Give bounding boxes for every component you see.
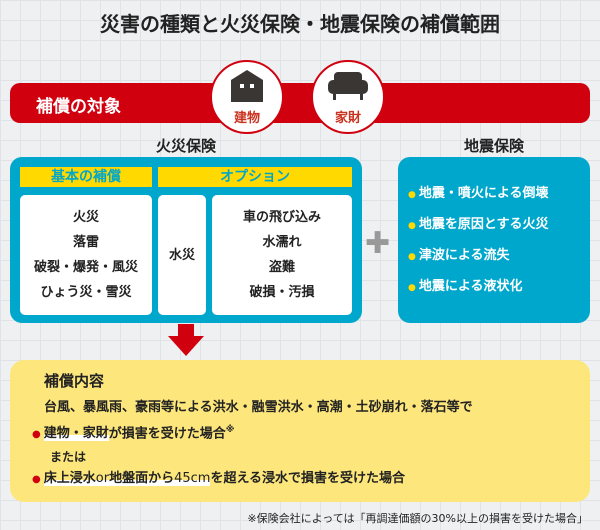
list-item: 水災 — [168, 247, 195, 263]
list-item: 地震による液状化 — [408, 272, 590, 303]
list-item: 地震・噴火による倒壊 — [408, 179, 590, 210]
earthquake-insurance-title: 地震保険 — [463, 137, 524, 155]
list-item: 車の飛び込み — [242, 210, 321, 225]
list-item: 火災 — [72, 210, 99, 225]
coverage-details-title: 補償内容 — [44, 372, 105, 390]
house-icon — [231, 70, 263, 102]
household-goods-badge: 家財 — [311, 60, 385, 134]
highlight: 床上浸水 — [43, 471, 96, 487]
highlight: 建物・家財 — [43, 426, 109, 442]
household-goods-label: 家財 — [334, 111, 361, 126]
earthquake-insurance-box: 地震・噴火による倒壊地震を原因とする火災津波による流失地震による液状化 — [398, 157, 590, 323]
note-mark: ※ — [225, 425, 235, 435]
coverage-target-bar: 補償の対象 — [10, 83, 590, 123]
coverage-details-box: 補償内容 台風、暴風雨、豪雨等による洪水・融雪洪水・高潮・土砂崩れ・落石等で ●… — [10, 360, 590, 502]
sofa-icon — [328, 72, 368, 100]
coverage-target-label: 補償の対象 — [36, 97, 121, 117]
footnote: ※保険会社によっては「再調達価額の30%以上の損害を受けた場合」 — [247, 512, 588, 525]
text: を超える浸水で損害を受けた場合 — [210, 471, 406, 487]
list-item: 破損・汚損 — [249, 285, 315, 300]
list-item: 地震を原因とする火災 — [408, 210, 590, 241]
building-badge: 建物 — [210, 60, 284, 134]
options-header: オプション — [158, 167, 352, 187]
list-item: 盗難 — [268, 260, 295, 275]
building-label: 建物 — [233, 111, 260, 126]
basic-coverage-header: 基本の補償 — [20, 167, 152, 187]
list-item: 落雷 — [72, 235, 99, 250]
coverage-bullet-1: ●建物・家財が損害を受けた場合※ — [32, 425, 235, 442]
list-item: 津波による流失 — [408, 241, 590, 272]
fire-insurance-box: 基本の補償 オプション 火災落雷破裂・爆発・風災ひょう災・雪災 水災 車の飛び込… — [10, 157, 362, 323]
list-item: 破裂・爆発・風災 — [33, 260, 138, 275]
page-title: 災害の種類と火災保険・地震保険の補償範囲 — [100, 12, 500, 36]
text: 45cm — [174, 471, 211, 487]
water-damage-cell: 水災 — [158, 195, 206, 315]
coverage-bullet-2: ●床上浸水or地盤面から45cmを超える浸水で損害を受けた場合 — [32, 471, 406, 487]
text: or — [95, 471, 110, 487]
fire-insurance-title: 火災保険 — [155, 137, 216, 155]
basic-coverage-list: 火災落雷破裂・爆発・風災ひょう災・雪災 — [20, 195, 152, 315]
coverage-line: 台風、暴風雨、豪雨等による洪水・融雪洪水・高潮・土砂崩れ・落石等で — [44, 400, 473, 415]
highlight: 地盤面から — [109, 471, 175, 487]
text: が損害を受けた場合 — [108, 426, 226, 442]
or-text: または — [50, 450, 87, 465]
options-list: 車の飛び込み水濡れ盗難破損・汚損 — [212, 195, 352, 315]
arrow-down-icon — [168, 324, 204, 356]
list-item: 水濡れ — [262, 235, 302, 250]
plus-icon: ✚ — [365, 226, 391, 261]
list-item: ひょう災・雪災 — [40, 285, 132, 300]
